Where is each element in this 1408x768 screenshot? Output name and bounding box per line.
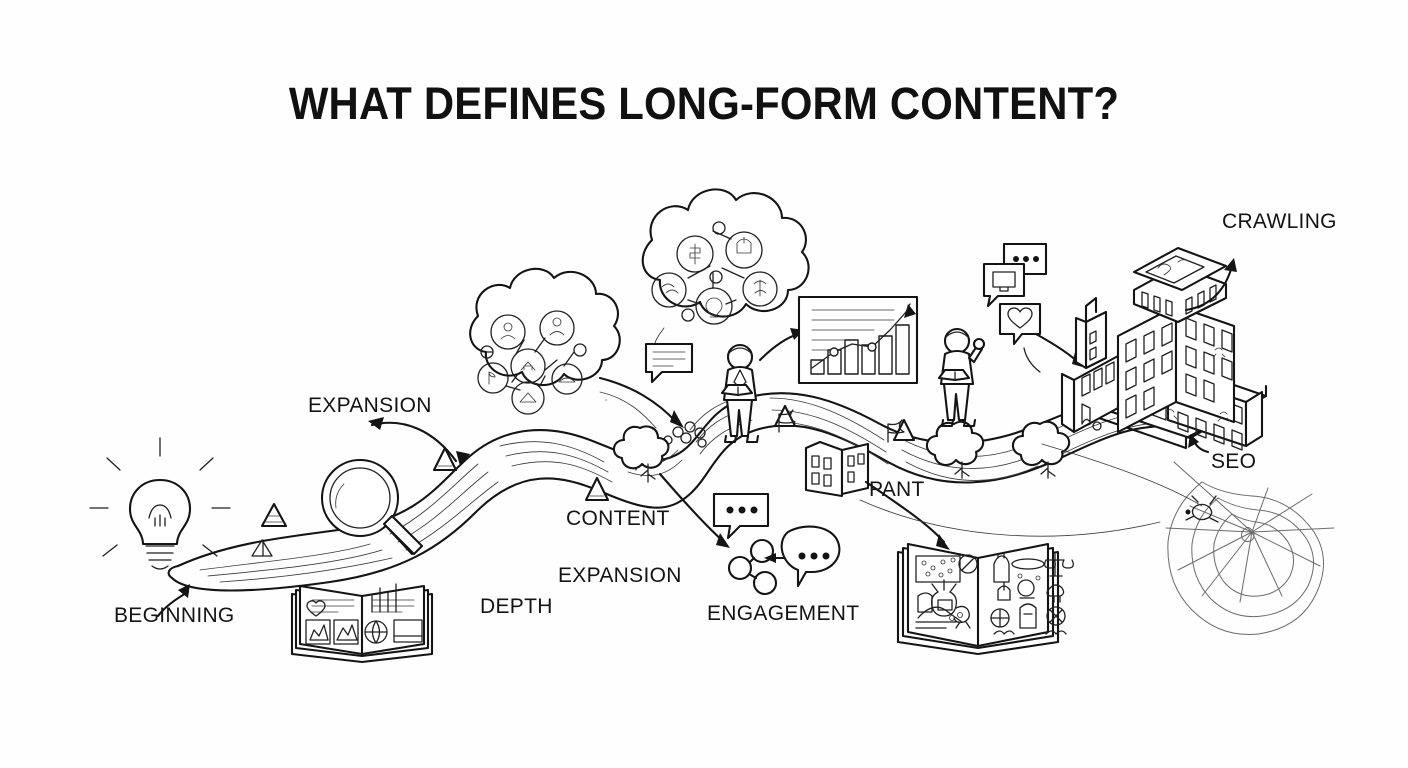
- page-title: WHAT DEFINES LONG-FORM CONTENT?: [288, 78, 1120, 129]
- arrow-engagement: [658, 472, 730, 548]
- chat-bubbles-icon: [982, 242, 1048, 308]
- arrow-to-chart: [758, 328, 804, 362]
- arrow-cloud-to-road: [598, 376, 684, 428]
- magnifying-glass-icon: [320, 458, 424, 556]
- person-presenting-icon: [937, 327, 986, 428]
- label-pant: PANT: [869, 478, 925, 501]
- heart-bubble-icon: [998, 302, 1042, 373]
- lightbulb-icon: [89, 437, 231, 570]
- arrow-chat-to-building: [1034, 332, 1086, 368]
- growth-chart-icon: [797, 295, 919, 385]
- tree-icon: [925, 420, 985, 479]
- arrow-expansion-top: [368, 417, 470, 466]
- label-seo: SEO: [1211, 450, 1257, 473]
- decorative-link-curve: [1041, 443, 1203, 507]
- label-engagement: ENGAGEMENT: [707, 602, 860, 625]
- speech-bubble-dots-right-icon: [764, 525, 841, 588]
- share-network-icon: [727, 538, 778, 596]
- label-depth: DEPTH: [480, 595, 553, 618]
- label-beginning: BEGINNING: [114, 604, 235, 627]
- person-reading-icon: [720, 343, 760, 444]
- thought-cloud-network-icon: [469, 267, 657, 429]
- label-expansion-top: EXPANSION: [308, 394, 432, 417]
- label-content: CONTENT: [566, 507, 670, 530]
- speech-bubble-lines-icon: [644, 342, 694, 384]
- winding-road-icon: [167, 390, 1170, 592]
- tree-icon: [612, 425, 670, 483]
- tree-icon: [1011, 420, 1071, 479]
- open-book-rich-icon: [896, 542, 1074, 656]
- arrow-crawling: [1184, 258, 1237, 312]
- label-expansion-mid: EXPANSION: [558, 564, 682, 587]
- house-icon: [804, 440, 870, 498]
- thought-cloud-ideas-icon: [641, 188, 810, 349]
- speech-bubble-dots-icon: [712, 492, 770, 540]
- decorative-link-curve: [859, 499, 1161, 537]
- open-book-icon: [290, 583, 434, 664]
- arrow-seo: [1188, 434, 1210, 454]
- label-crawling: CRAWLING: [1222, 210, 1337, 233]
- spider-web-icon: [1165, 461, 1335, 635]
